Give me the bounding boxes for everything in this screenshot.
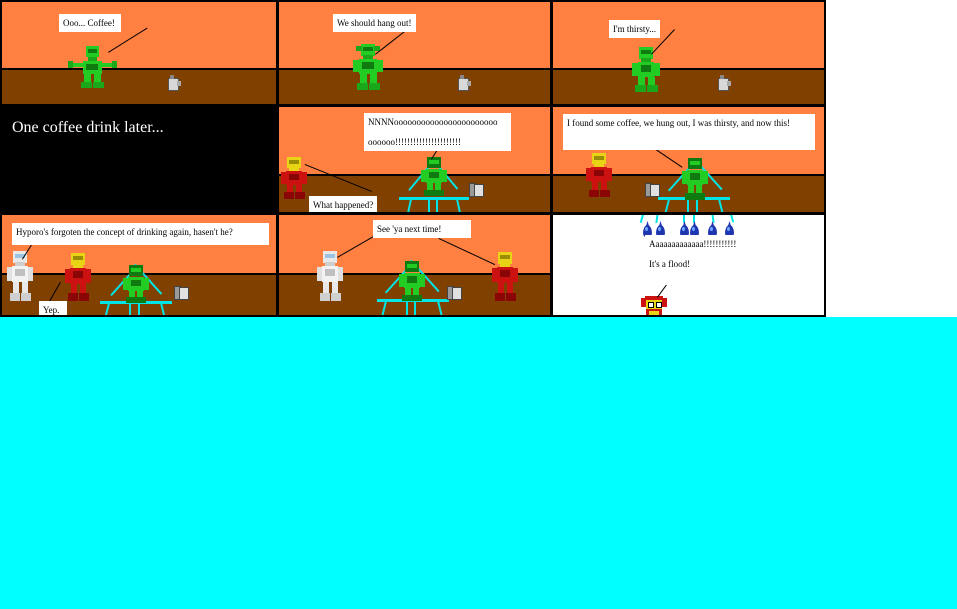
prop-water-spray-line xyxy=(639,215,645,224)
prop-water-spray-line xyxy=(687,199,689,212)
bubble-line-2: oooooo!!!!!!!!!!!!!!!!!!!!!! xyxy=(368,137,461,147)
prop-water-droplet xyxy=(690,225,699,238)
prop-coffee-mug xyxy=(174,286,189,300)
prop-water-spray-line xyxy=(683,215,685,223)
panel-ground xyxy=(2,68,276,104)
prop-water-droplet xyxy=(708,225,717,238)
speech-bubble-what-happened: What happened? xyxy=(309,196,378,212)
speech-bubble-i-found-some-coffee: I found some coffee, we hung out, I was … xyxy=(563,114,815,150)
prop-water-droplet xyxy=(643,225,652,238)
character-red-robot xyxy=(281,157,309,199)
character-red-robot xyxy=(492,252,520,301)
prop-coffee-mug xyxy=(645,183,660,197)
comic-panel-7: Hyporo's forgoten the concept of drinkin… xyxy=(0,213,278,317)
comic-panel-8: See 'ya next time! xyxy=(277,213,552,317)
speech-bubble-see-ya: See 'ya next time! xyxy=(373,220,471,238)
caption-text: One coffee drink later... xyxy=(12,119,164,136)
prop-water-spray-line xyxy=(711,215,715,223)
panel-ground xyxy=(553,68,824,104)
character-green-robot-spraying xyxy=(680,158,710,200)
bubble-line-1: NNNNooooooooooooooooooooooo xyxy=(368,117,498,127)
speech-bubble-thirsty: I'm thirsty... xyxy=(609,20,661,38)
prop-water-spray-line xyxy=(729,215,735,223)
panel-ground xyxy=(279,68,550,104)
speech-bubble-flood: Aaaaaaaaaaaaa!!!!!!!!!!! It's a flood! xyxy=(645,235,758,285)
character-green-robot xyxy=(68,46,117,88)
prop-coffee-mug xyxy=(168,75,181,91)
prop-coffee-mug xyxy=(458,75,471,91)
prop-coffee-mug xyxy=(718,75,731,91)
character-green-robot-spraying xyxy=(397,261,427,301)
character-red-robot xyxy=(586,153,614,197)
comic-panel-9: Aaaaaaaaaaaaa!!!!!!!!!!! It's a flood! xyxy=(551,213,826,317)
speech-bubble-hang-out: We should hang out! xyxy=(333,14,416,32)
prop-water-spray-line xyxy=(693,215,695,223)
speech-bubble-nooo: NNNNooooooooooooooooooooooo oooooo!!!!!!… xyxy=(364,113,511,151)
prop-water-spray-line xyxy=(428,199,430,212)
prop-water-spray-bar xyxy=(399,197,469,200)
prop-water-spray-line xyxy=(129,303,131,315)
prop-water-droplet xyxy=(680,225,689,238)
speech-bubble-hyporo-forgotten: Hyporo's forgoten the concept of drinkin… xyxy=(12,223,269,245)
speech-tail xyxy=(337,236,374,258)
prop-coffee-mug xyxy=(469,183,484,197)
speech-tail xyxy=(438,238,496,266)
prop-water-droplet xyxy=(656,225,665,238)
flood-water-area xyxy=(0,317,957,609)
bubble-line-1: Aaaaaaaaaaaaa!!!!!!!!!!! xyxy=(649,239,737,249)
comic-panel-3: I'm thirsty... xyxy=(551,0,826,106)
prop-coffee-mug xyxy=(447,286,462,300)
character-white-robot xyxy=(317,251,345,301)
character-green-robot xyxy=(351,44,385,90)
comic-panel-5: NNNNooooooooooooooooooooooo oooooo!!!!!!… xyxy=(277,105,552,214)
speech-bubble-ooo-coffee: Ooo... Coffee! xyxy=(59,14,121,32)
character-green-robot-spraying xyxy=(419,157,449,197)
character-white-robot xyxy=(7,251,35,301)
comic-panel-1: Ooo... Coffee! xyxy=(0,0,278,106)
speech-tail xyxy=(375,30,406,55)
character-green-robot xyxy=(631,47,661,92)
prop-water-droplet xyxy=(725,225,734,238)
prop-water-spray-line xyxy=(696,199,698,212)
speech-bubble-yep: Yep. xyxy=(39,301,67,315)
character-small-red-creature xyxy=(641,296,667,315)
prop-water-spray-line xyxy=(436,199,438,212)
prop-water-spray-line xyxy=(414,301,416,315)
bubble-line-2: It's a flood! xyxy=(649,259,691,269)
prop-water-spray-line xyxy=(406,301,408,315)
comic-strip: Ooo... Coffee! We should hang out! xyxy=(0,0,826,317)
speech-tail xyxy=(655,149,683,168)
prop-water-spray-line xyxy=(655,215,659,224)
comic-panel-6: I found some coffee, we hung out, I was … xyxy=(551,105,826,214)
comic-panel-2: We should hang out! xyxy=(277,0,552,106)
character-green-robot-spraying xyxy=(121,265,151,303)
character-red-robot xyxy=(65,253,93,301)
prop-water-spray-line xyxy=(138,303,140,315)
comic-panel-4: One coffee drink later... xyxy=(0,105,278,214)
